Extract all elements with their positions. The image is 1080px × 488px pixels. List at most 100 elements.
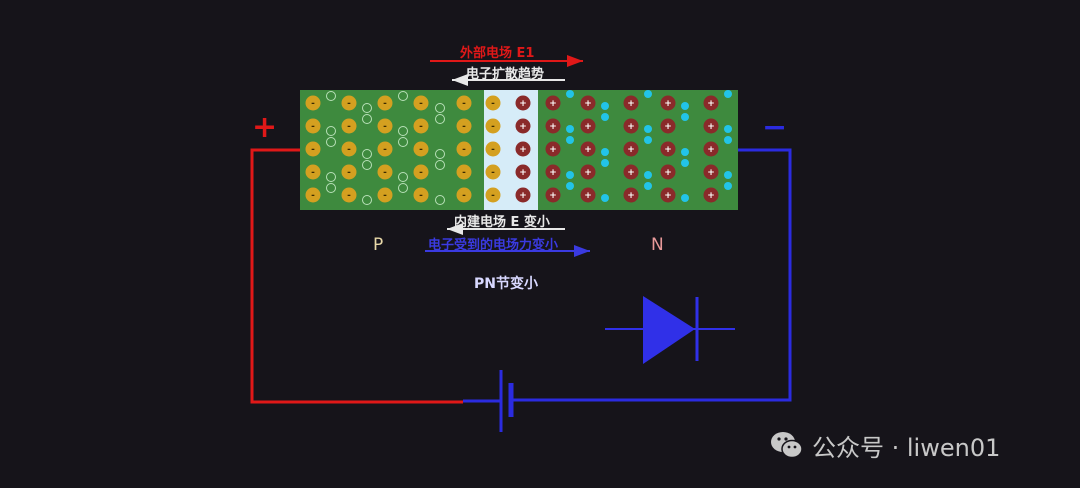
donor-ion (660, 118, 676, 134)
free-electron (566, 136, 574, 144)
donor-ion (660, 187, 676, 203)
donor-ion (703, 187, 719, 203)
donor-ion (623, 187, 639, 203)
hole (362, 114, 372, 124)
acceptor-sign: - (419, 168, 423, 178)
free-electron (566, 182, 574, 190)
donor-sign: + (627, 99, 635, 109)
acceptor-sign: - (419, 145, 423, 155)
hole (435, 195, 445, 205)
acceptor-sign: - (462, 168, 466, 178)
donor-sign: + (664, 145, 672, 155)
donor-ion (545, 118, 561, 134)
donor-ion (545, 164, 561, 180)
acceptor-ion (305, 95, 321, 111)
donor-ion (660, 164, 676, 180)
hole (435, 160, 445, 170)
donor-sign: + (707, 145, 715, 155)
donor-ion (580, 187, 596, 203)
acceptor-sign: - (419, 122, 423, 132)
acceptor-ion (377, 118, 393, 134)
free-electron (724, 171, 732, 179)
acceptor-sign: - (462, 99, 466, 109)
donor-ion (545, 141, 561, 157)
donor-sign: + (627, 191, 635, 201)
hole (435, 149, 445, 159)
acceptor-sign: - (311, 122, 315, 132)
free-electron (681, 102, 689, 110)
acceptor-ion (413, 164, 429, 180)
acceptor-ion (341, 118, 357, 134)
depletion-acceptor-ion (485, 141, 501, 157)
free-electron (644, 136, 652, 144)
hole (398, 91, 408, 101)
donor-sign: + (707, 122, 715, 132)
diffusion-trend-label: 电子扩散趋势 (466, 67, 545, 82)
donor-ion (580, 164, 596, 180)
diode-symbol (605, 296, 735, 364)
acceptor-ion (305, 141, 321, 157)
donor-ion (703, 141, 719, 157)
acceptor-sign: - (347, 191, 351, 201)
free-electron (601, 148, 609, 156)
acceptor-sign: - (383, 99, 387, 109)
donor-ion (703, 164, 719, 180)
acceptor-sign: - (311, 99, 315, 109)
acceptor-sign: - (491, 122, 495, 132)
depletion-donor-ion (515, 95, 531, 111)
acceptor-ion (305, 118, 321, 134)
free-electron (601, 113, 609, 121)
donor-sign: + (707, 168, 715, 178)
hole (398, 137, 408, 147)
acceptor-sign: - (383, 122, 387, 132)
donor-sign: + (627, 145, 635, 155)
donor-sign: + (549, 145, 557, 155)
acceptor-ion (377, 187, 393, 203)
hole (398, 172, 408, 182)
acceptor-ion (413, 118, 429, 134)
free-electron (681, 159, 689, 167)
acceptor-ion (305, 164, 321, 180)
donor-ion (623, 95, 639, 111)
negative-wire (545, 148, 792, 402)
free-electron (601, 102, 609, 110)
acceptor-ion (456, 187, 472, 203)
donor-sign: + (627, 122, 635, 132)
depletion-acceptor-ion (485, 187, 501, 203)
acceptor-sign: - (419, 99, 423, 109)
donor-sign: + (549, 191, 557, 201)
acceptor-sign: - (347, 145, 351, 155)
pn-junction-label: PN节变小 (474, 276, 538, 292)
acceptor-sign: - (462, 145, 466, 155)
acceptor-sign: - (383, 191, 387, 201)
acceptor-ion (456, 95, 472, 111)
free-electron (644, 171, 652, 179)
donor-ion (623, 118, 639, 134)
depletion-acceptor-ion (485, 118, 501, 134)
depletion-acceptor-ion (485, 164, 501, 180)
acceptor-ion (456, 118, 472, 134)
external-field-label: 外部电场 E1 (460, 46, 535, 61)
builtin-field-label: 内建电场 E 变小 (454, 215, 550, 230)
donor-sign: + (584, 145, 592, 155)
acceptor-ion (341, 187, 357, 203)
donor-sign: + (519, 99, 527, 109)
depletion-acceptor-ion (485, 95, 501, 111)
acceptor-ion (413, 95, 429, 111)
donor-sign: + (664, 191, 672, 201)
donor-ion (580, 95, 596, 111)
negative-terminal-label: − (762, 110, 788, 145)
hole (398, 126, 408, 136)
hole (435, 114, 445, 124)
acceptor-ion (456, 141, 472, 157)
n-region-label: N (651, 235, 664, 255)
free-electron (566, 125, 574, 133)
donor-sign: + (549, 122, 557, 132)
donor-sign: + (584, 191, 592, 201)
donor-ion (580, 118, 596, 134)
acceptor-sign: - (491, 168, 495, 178)
acceptor-sign: - (347, 168, 351, 178)
acceptor-sign: - (462, 122, 466, 132)
depletion-donor-ion (515, 141, 531, 157)
